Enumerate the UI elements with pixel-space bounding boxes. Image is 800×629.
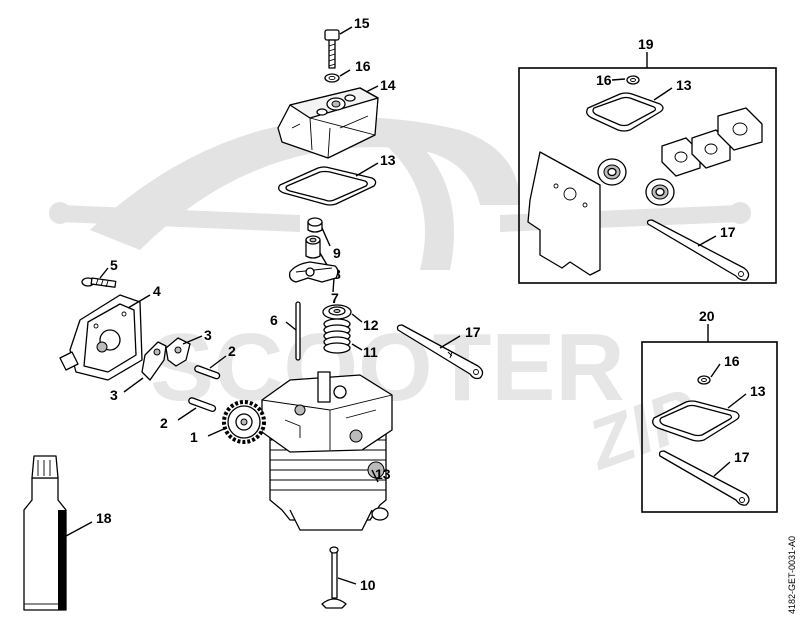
callout-13: 13 — [380, 152, 396, 168]
kit-20-callout-13: 13 — [750, 383, 766, 399]
callout-3b: 3 — [110, 387, 118, 403]
part-9-valve-cap — [307, 217, 323, 233]
part-2-pin-b — [188, 397, 217, 413]
part-10-valve — [321, 546, 347, 609]
callout-1: 1 — [190, 429, 198, 445]
callout-4: 4 — [153, 283, 161, 299]
callout-17: 17 — [465, 324, 481, 340]
part-3-rocker-lever-b — [165, 337, 191, 367]
part-7-rocker-arm — [288, 261, 339, 283]
part-16-washer — [324, 73, 340, 83]
part-15-bolt — [324, 29, 340, 69]
callout-14: 14 — [380, 77, 396, 93]
kit-20-callout-17: 17 — [734, 449, 750, 465]
callout-16: 16 — [355, 58, 371, 74]
part-2-pin-a — [194, 365, 221, 380]
cylinder — [261, 371, 393, 531]
callout-12: 12 — [363, 317, 379, 333]
part-3-rocker-lever-a — [141, 341, 167, 381]
part-17-feeler-gauge — [396, 324, 484, 380]
callout-10: 10 — [360, 577, 376, 593]
kit-20-box: 20 16 13 17 — [641, 308, 778, 513]
callout-cylinder-13: 13 — [375, 466, 391, 482]
drawing-code: 4182-GET-0031-A0 — [787, 536, 797, 614]
part-8-pushrod-guide — [305, 235, 321, 259]
callout-2b: 2 — [160, 415, 168, 431]
part-11-valve-spring — [323, 318, 351, 354]
part-12-spring-retainer — [322, 304, 352, 320]
callout-15: 15 — [354, 15, 370, 31]
part-1-camshaft-gear — [222, 400, 266, 444]
kit-19-callout-17: 17 — [720, 224, 736, 240]
callout-2a: 2 — [228, 343, 236, 359]
watermark: SCOOTER ZIP — [49, 117, 751, 485]
kit-20-label: 20 — [699, 308, 715, 324]
callout-5: 5 — [110, 257, 118, 273]
callout-7: 7 — [331, 290, 339, 306]
callout-6: 6 — [270, 312, 278, 328]
kit-19-label: 19 — [638, 36, 654, 52]
kit-20-callout-16: 16 — [724, 353, 740, 369]
part-14-rocker-cover — [277, 87, 379, 159]
kit-19-callout-13: 13 — [676, 77, 692, 93]
part-5-screw — [81, 277, 117, 288]
callout-9: 9 — [333, 245, 341, 261]
kit-19-box: 19 16 13 17 — [518, 36, 777, 284]
part-18-grease-tube — [23, 455, 67, 611]
callout-11: 11 — [363, 344, 378, 360]
part-13-gasket — [278, 166, 377, 206]
part-4-valve-cover — [59, 294, 143, 381]
callout-18: 18 — [96, 510, 112, 526]
part-6-pushrod — [295, 301, 301, 361]
kit-19-callout-16: 16 — [596, 72, 612, 88]
callout-3a: 3 — [204, 327, 212, 343]
